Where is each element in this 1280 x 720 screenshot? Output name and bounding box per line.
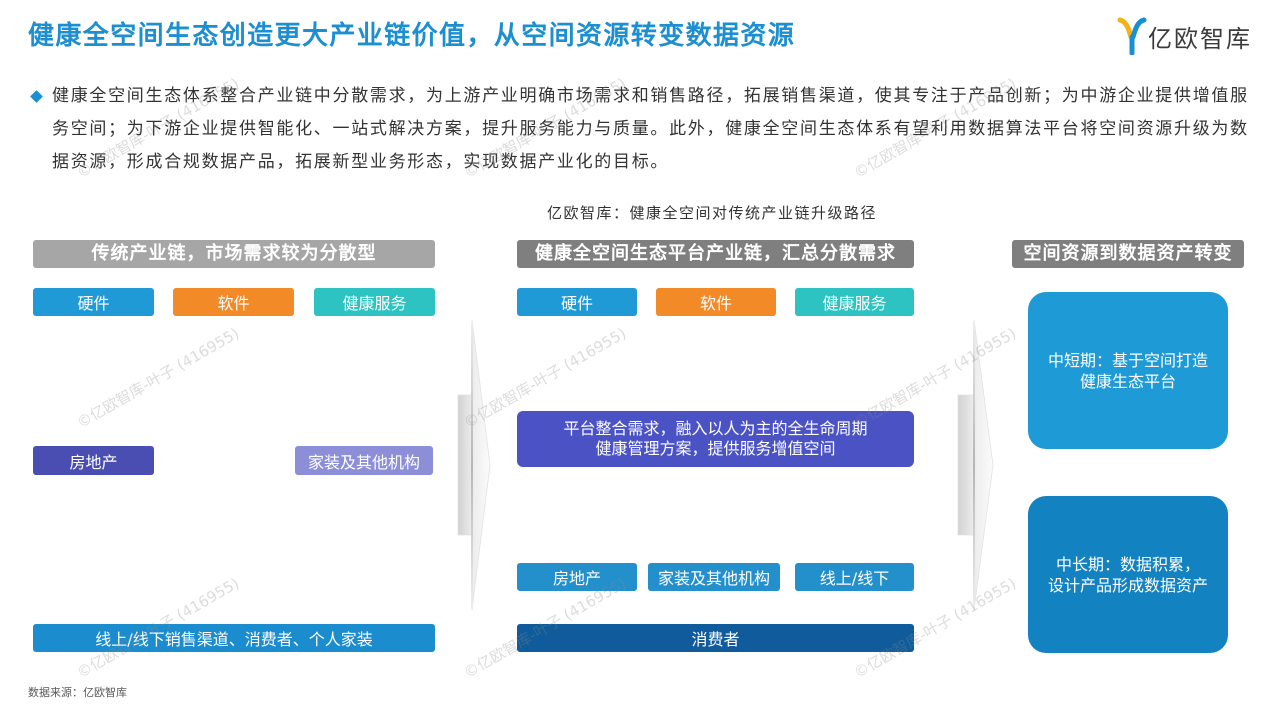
flow-arrow-icon <box>457 319 491 611</box>
platform-health-service-box: 健康服务 <box>795 288 914 316</box>
data-transition-header: 空间资源到数据资产转变 <box>1012 240 1244 268</box>
traditional-chain-header: 传统产业链，市场需求较为分散型 <box>33 240 435 268</box>
watermark: ©亿欧智库-叶子 (416955) <box>73 324 243 432</box>
logo-text: 亿欧智库 <box>1148 25 1252 53</box>
short-mid-term-stage: 中短期：基于空间打造 健康生态平台 <box>1028 292 1228 449</box>
logo-icon <box>1117 17 1147 55</box>
traditional-channels-box: 线上/线下销售渠道、消费者、个人家装 <box>33 624 435 652</box>
traditional-software-box: 软件 <box>173 288 294 316</box>
summary-paragraph: 健康全空间生态体系整合产业链中分散需求，为上游产业明确市场需求和销售路径，拓展销… <box>52 86 1249 172</box>
platform-online-offline-box: 线上/线下 <box>795 563 914 591</box>
flow-arrow-icon <box>957 319 994 611</box>
diamond-bullet-icon <box>30 90 43 103</box>
platform-consumers-box: 消费者 <box>517 624 914 652</box>
platform-software-box: 软件 <box>656 288 776 316</box>
platform-integration-box: 平台整合需求，融入以人为主的全生命周期 健康管理方案，提供服务增值空间 <box>517 411 914 467</box>
traditional-hardware-box: 硬件 <box>33 288 154 316</box>
data-source-note: 数据来源：亿欧智库 <box>28 686 127 699</box>
traditional-health-service-box: 健康服务 <box>314 288 435 316</box>
traditional-home-decor-box: 家装及其他机构 <box>295 446 433 475</box>
page-title: 健康全空间生态创造更大产业链价值，从空间资源转变数据资源 <box>28 21 796 51</box>
diagram-title: 亿欧智库：健康全空间对传统产业链升级路径 <box>546 204 877 222</box>
platform-chain-header: 健康全空间生态平台产业链，汇总分散需求 <box>517 240 914 268</box>
platform-hardware-box: 硬件 <box>517 288 637 316</box>
platform-real-estate-box: 房地产 <box>517 563 637 591</box>
mid-long-term-stage: 中长期：数据积累， 设计产品形成数据资产 <box>1028 496 1228 653</box>
platform-home-decor-box: 家装及其他机构 <box>648 563 780 591</box>
traditional-real-estate-box: 房地产 <box>33 446 154 475</box>
